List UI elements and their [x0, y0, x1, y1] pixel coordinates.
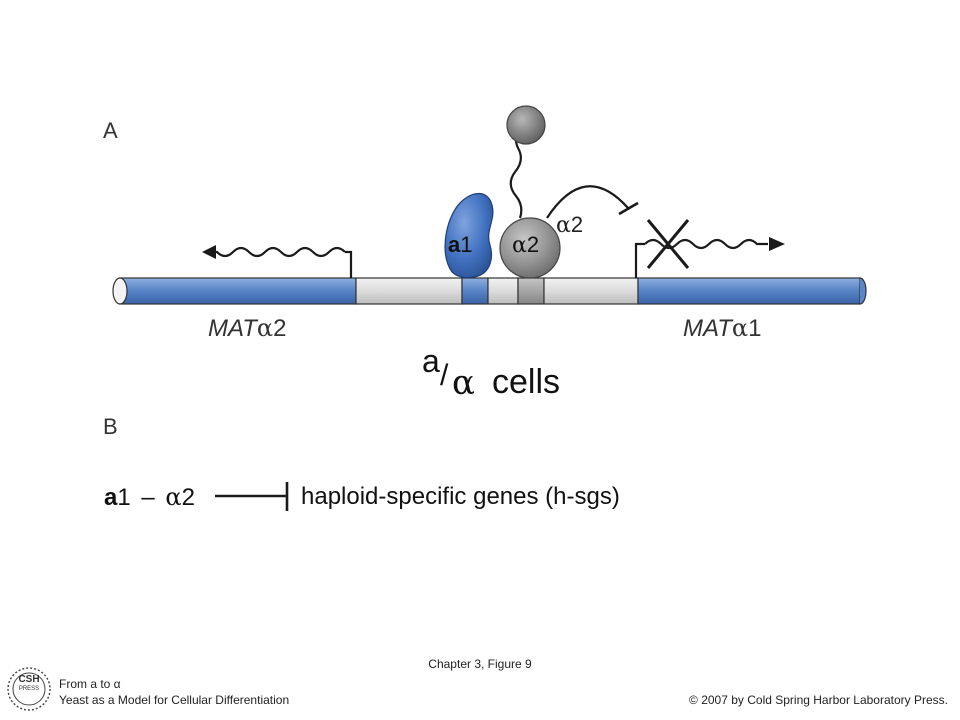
dna-segment-alpha2-site [517, 277, 545, 305]
book-title-line2: Yeast as a Model for Cellular Differenti… [59, 693, 290, 707]
dna-segment-mat-alpha2 [119, 277, 357, 305]
cell-type-a: a [422, 343, 440, 379]
cell-type-slash: / [440, 359, 449, 392]
gene-greek: α [256, 314, 274, 342]
repression-arc [546, 185, 639, 219]
gene-prefix: MAT [683, 315, 732, 342]
dna-end-left [112, 277, 128, 305]
dna-segment-spacer [487, 277, 519, 305]
transcript-arrowhead-right [769, 237, 785, 251]
gene-suffix: 2 [273, 315, 287, 342]
gene-suffix: 1 [748, 315, 762, 342]
gene-prefix: MAT [208, 315, 257, 342]
dna-end-right [859, 277, 867, 305]
cell-type-label: a / α cells [422, 343, 622, 413]
logo-text-top: CSH [18, 674, 40, 685]
alpha2-protein [499, 217, 561, 279]
block-x-icon [646, 219, 690, 269]
panel-b-label: B [103, 414, 118, 439]
panel-a-label: A [103, 118, 118, 143]
transcript-mat-alpha2 [202, 245, 353, 278]
transcript-mat-alpha1 [634, 237, 785, 278]
b-dash: – [141, 484, 155, 511]
a1-protein-label: a1 [448, 232, 473, 258]
a1-bold: a [448, 232, 461, 257]
copyright: © 2007 by Cold Spring Harbor Laboratory … [689, 693, 948, 707]
a1-num: 1 [460, 232, 473, 257]
cell-type-alpha: α [452, 363, 475, 403]
transcript-arrowhead-left [202, 245, 216, 259]
dna-segment-a1-site [461, 277, 489, 305]
alpha2-rep-greek: α [556, 213, 571, 238]
figure-caption: Chapter 3, Figure 9 [428, 657, 532, 671]
dna-segment-intergenic-right [543, 277, 639, 305]
book-title-line1: From a to α [59, 677, 121, 691]
b-alpha-num: 2 [181, 484, 195, 511]
gene-label-mat-alpha1: MATα1 [683, 314, 761, 343]
b-a-bold: a [104, 484, 118, 511]
a1-protein [444, 193, 494, 279]
alpha2-greek: α [512, 233, 527, 258]
dna-segment-intergenic-left [355, 277, 463, 305]
alpha2-ball [506, 105, 546, 145]
logo-text-bottom: PRESS [18, 686, 40, 692]
gene-greek: α [731, 314, 749, 342]
panel-b-target: haploid-specific genes (h-sgs) [301, 483, 620, 510]
alpha2-repression-label: α2 [556, 212, 583, 238]
repression-bar-b [215, 482, 289, 511]
alpha2-protein-label: α2 [512, 232, 539, 258]
b-a-num: 1 [117, 484, 131, 511]
b-alpha: α [165, 483, 182, 511]
csh-press-logo [7, 667, 51, 711]
alpha2-num: 2 [526, 232, 540, 257]
dna-bar [112, 277, 867, 305]
cell-type-word: cells [492, 363, 561, 401]
panel-b-regulator: a1 – α2 [104, 483, 195, 512]
dna-segment-mat-alpha1 [637, 277, 861, 305]
csh-logo-text: CSH PRESS [14, 675, 44, 703]
gene-label-mat-alpha2: MATα2 [208, 314, 286, 343]
alpha2-rep-num: 2 [570, 212, 584, 237]
